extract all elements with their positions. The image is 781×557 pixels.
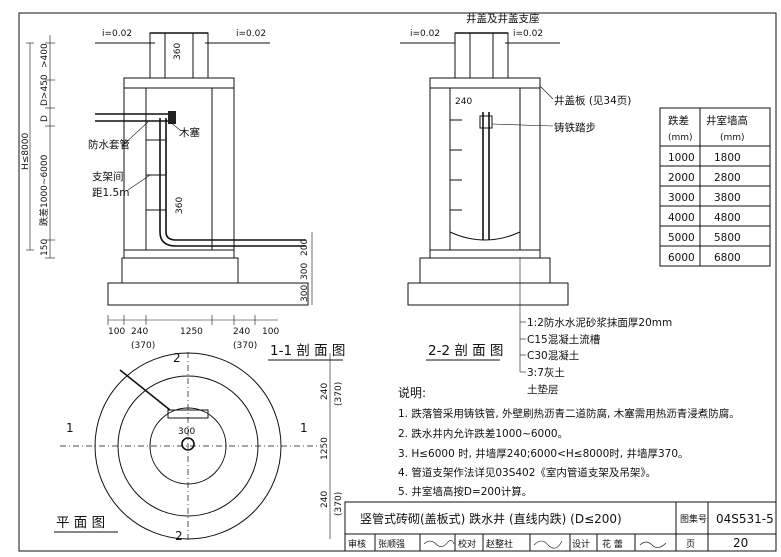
support-spacing-label-1: 支架间 xyxy=(92,170,124,183)
plan-dim-370-top: (370) xyxy=(334,382,344,406)
plan-cut-2-top: 2 xyxy=(173,351,181,365)
table-header-drop-unit: (mm) xyxy=(668,133,693,143)
table-header-wall-unit: (mm) xyxy=(720,133,745,143)
atlas-label: 图集号 xyxy=(680,513,707,525)
designer-signature xyxy=(639,541,667,548)
plan-title: 平 面 图 xyxy=(56,515,105,531)
plan-dim-240-top: 240 xyxy=(320,383,330,400)
cover-seat-label: 井盖及井盖支座 xyxy=(466,12,540,25)
dim-H: H≤8000 xyxy=(21,133,31,170)
note-2: 2. 跌水井内允许跌差1000~6000。 xyxy=(398,427,568,440)
dim-D: D xyxy=(40,115,50,122)
reviewer-signature xyxy=(423,540,455,547)
atlas-number: 04S531-5 xyxy=(716,512,774,526)
designer-name: 花 蕾 xyxy=(602,538,623,550)
dim-150: 150 xyxy=(40,239,50,256)
table-row: 4000 4800 xyxy=(668,212,741,224)
table-row: 3000 3800 xyxy=(668,192,741,204)
slope-right-2: i=0.02 xyxy=(513,29,543,39)
dim-200: 200 xyxy=(300,239,310,256)
dim-D-450: D>450 xyxy=(40,74,50,106)
note-3: 3. H≤6000 时, 井墙厚240;6000<H≤8000时, 井墙厚370… xyxy=(398,447,689,460)
table-row: 5000 5800 xyxy=(668,232,741,244)
drop-height-table: 跌差 (mm) 井室墙高 (mm) 1000 1800 2000 2800 30… xyxy=(659,107,771,267)
table-cell: 6000 xyxy=(668,252,695,264)
layer-3: C30混凝土 xyxy=(527,349,579,362)
layer-5: 土垫层 xyxy=(527,383,559,396)
dim-400: >400 xyxy=(40,43,50,68)
dim-bottom-240-right: 240 xyxy=(233,327,250,337)
table-cell: 4000 xyxy=(668,212,695,224)
section-2-2: 井盖及井盖支座 i=0.02 i=0.02 240 井盖板 (见34页) 铸铁踏… xyxy=(400,12,631,373)
plan-dim-370-bottom: (370) xyxy=(334,492,344,516)
table-cell: 1000 xyxy=(668,152,695,164)
slope-left-label: i=0.02 xyxy=(102,29,132,39)
plan-dim-240-bottom: 240 xyxy=(320,491,330,508)
page-number: 20 xyxy=(733,536,748,550)
dim-360-top: 360 xyxy=(173,43,183,60)
layer-2: C15混凝土流槽 xyxy=(527,333,601,346)
page-label: 页 xyxy=(686,539,695,550)
layer-legend: 1:2防水水泥砂浆抹面厚20mm C15混凝土流槽 C30混凝土 3:7灰土 土… xyxy=(527,316,672,396)
plan-dim-1250: 1250 xyxy=(320,437,330,460)
dim-bottom-1250: 1250 xyxy=(180,327,203,337)
support-spacing-label-2: 距1.5m xyxy=(92,187,129,199)
section-1-title: 1-1 剖 面 图 xyxy=(270,343,345,359)
table-cell: 3000 xyxy=(668,192,695,204)
note-5: 5. 井室墙高按D=200计算。 xyxy=(398,485,532,498)
table-cell: 2800 xyxy=(714,172,741,184)
design-label: 设计 xyxy=(572,538,590,550)
layer-1: 1:2防水水泥砂浆抹面厚20mm xyxy=(527,316,672,329)
dim-360-mid: 360 xyxy=(175,197,185,214)
table-row: 6000 6800 xyxy=(668,252,741,264)
title-block: 竖管式砖砌(盖板式) 跌水井 (直线内跌) (D≤200) 图集号 04S531… xyxy=(344,501,777,552)
plan-cut-1-right: 1 xyxy=(300,421,308,435)
plan-cut-2-bottom: 2 xyxy=(175,529,183,543)
iron-step-label: 铸铁踏步 xyxy=(554,121,596,134)
check-label: 校对 xyxy=(458,538,476,550)
dim-bottom-100-right: 100 xyxy=(262,327,279,337)
wood-plug-label: 木塞 xyxy=(179,126,200,139)
plan-dim-300: 300 xyxy=(178,427,195,437)
section-2-title: 2-2 剖 面 图 xyxy=(428,343,503,359)
table-cell: 3800 xyxy=(714,192,741,204)
layer-4: 3:7灰土 xyxy=(527,366,565,379)
dim-bottom-370-right: (370) xyxy=(233,341,257,351)
reviewer-name: 张顺强 xyxy=(378,539,405,550)
section-1-1: i=0.02 i=0.02 xyxy=(21,29,345,361)
note-4: 4. 管道支架作法详见03S402《室内管道支架及吊架》。 xyxy=(398,466,656,479)
table-cell: 4800 xyxy=(714,212,741,224)
table-row: 2000 2800 xyxy=(668,172,741,184)
table-cell: 2000 xyxy=(668,172,695,184)
note-1: 1. 跌落管采用铸铁管, 外壁刷热沥青二道防腐, 木塞需用热沥青浸煮防腐。 xyxy=(398,407,740,420)
dim-bottom-100-left: 100 xyxy=(108,327,125,337)
waterproof-sleeve-label: 防水套管 xyxy=(88,138,130,151)
table-header-wall: 井室墙高 xyxy=(706,114,748,127)
dim-300-b: 300 xyxy=(300,285,310,302)
review-label: 审核 xyxy=(348,538,366,550)
table-cell: 5800 xyxy=(714,232,741,244)
drawing-title: 竖管式砖砌(盖板式) 跌水井 (直线内跌) (D≤200) xyxy=(360,511,622,526)
dim-drop-range: 跌差1000~6000 xyxy=(38,154,50,226)
table-row: 1000 1800 xyxy=(668,152,741,164)
plan-view: 300 1 1 2 2 240 (370) 1250 240 (370) 平 面… xyxy=(54,351,344,543)
notes: 说明: 1. 跌落管采用铸铁管, 外壁刷热沥青二道防腐, 木塞需用热沥青浸煮防腐… xyxy=(398,385,740,498)
checker-signature xyxy=(533,540,563,549)
checker-name: 赵整社 xyxy=(486,538,513,550)
dim-bottom-370-left: (370) xyxy=(131,341,155,351)
table-cell: 1800 xyxy=(714,152,741,164)
cover-slab-label: 井盖板 (见34页) xyxy=(554,94,631,107)
dim-300-a: 300 xyxy=(300,263,310,280)
plan-cut-1-left: 1 xyxy=(66,421,74,435)
dim-bottom-240-left: 240 xyxy=(131,327,148,337)
table-cell: 5000 xyxy=(668,232,695,244)
slope-right-label: i=0.02 xyxy=(236,29,266,39)
table-cell: 6800 xyxy=(714,252,741,264)
notes-heading: 说明: xyxy=(398,385,426,400)
slope-left-2: i=0.02 xyxy=(410,29,440,39)
dim-240-top: 240 xyxy=(455,97,472,107)
table-header-drop: 跌差 xyxy=(668,114,689,127)
